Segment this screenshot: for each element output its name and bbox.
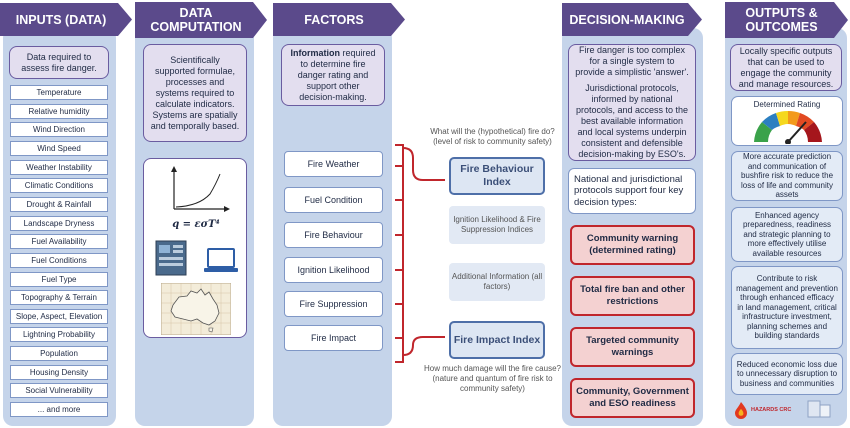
- decision-protocols: National and jurisdictional protocols su…: [568, 168, 696, 214]
- input-item: Slope, Aspect, Elevation: [10, 308, 108, 324]
- fire-impact-index: Fire Impact Index: [449, 321, 545, 359]
- server-icon: [155, 240, 187, 276]
- factors-intro-rest: required to determine fire danger rating…: [297, 47, 376, 102]
- australia-map-icon: [161, 283, 231, 335]
- decision-type-label: Community, Government and ESO readiness: [576, 386, 689, 409]
- decision-header: DECISION-MAKING: [562, 3, 702, 36]
- computation-header-line1: DATA: [179, 6, 213, 20]
- decision-type-box: Community warning (determined rating): [570, 225, 695, 265]
- outputs-intro-text: Locally specific outputs that can be use…: [738, 45, 834, 89]
- decision-type-label: Total fire ban and other restrictions: [580, 284, 685, 307]
- factors-intro-text: Information required to determine fire d…: [288, 48, 378, 103]
- computation-intro: Scientifically supported formulae, proce…: [143, 44, 247, 142]
- input-item: Fuel Conditions: [10, 252, 108, 268]
- flame-logo-icon: [735, 402, 747, 419]
- partner-logo-icon: [807, 400, 831, 418]
- fire-danger-meter-icon: [754, 110, 822, 144]
- hazards-crc-logo: HAZARDS CRC: [733, 400, 798, 420]
- outcome-item-text: Contribute to risk management and preven…: [736, 274, 838, 341]
- input-item: Drought & Rainfall: [10, 196, 108, 212]
- laptop-icon: [204, 248, 238, 272]
- input-item: Landscape Dryness: [10, 215, 108, 231]
- decision-type-label: Targeted community warnings: [586, 335, 679, 358]
- decision-type-box: Total fire ban and other restrictions: [570, 276, 695, 316]
- input-item: Housing Density: [10, 364, 108, 380]
- decision-header-text: DECISION-MAKING: [569, 12, 685, 27]
- outputs-header-text: OUTPUTS &OUTCOMES: [745, 6, 817, 34]
- outputs-intro: Locally specific outputs that can be use…: [730, 44, 842, 91]
- input-item: Topography & Terrain: [10, 290, 108, 306]
- factors-header: FACTORS: [273, 3, 405, 36]
- question-bottom-text: How much damage will the fire cause? (na…: [424, 364, 561, 393]
- decision-intro-p2: Jurisdictional protocols, informed by na…: [575, 83, 689, 159]
- factor-item: Fire Weather: [284, 151, 383, 177]
- outcome-item: More accurate prediction and communicati…: [731, 151, 843, 201]
- factors-intro: Information required to determine fire d…: [281, 44, 385, 106]
- factors-header-text: FACTORS: [304, 12, 364, 27]
- hazards-crc-logo-text: HAZARDS CRC: [751, 407, 792, 413]
- input-item: Lightning Probability: [10, 327, 108, 343]
- input-item: ... and more: [10, 402, 108, 418]
- question-top: What will the (hypothetical) fire do? (l…: [420, 127, 565, 147]
- input-item: Wind Speed: [10, 140, 108, 156]
- decision-intro: Fire danger is too complex for a single …: [568, 44, 696, 161]
- outcome-item-text: Reduced economic loss due to unnecessary…: [736, 359, 838, 388]
- input-item: Social Vulnerability: [10, 383, 108, 399]
- decision-type-label: Community warning (determined rating): [586, 233, 679, 256]
- ignition-indices-text: Ignition Likelihood & Fire Suppression I…: [453, 215, 541, 234]
- rating-label: Determined Rating: [753, 100, 821, 109]
- outcome-item: Enhanced agency preparedness, readiness …: [731, 207, 843, 262]
- input-item: Population: [10, 346, 108, 362]
- factor-item: Fuel Condition: [284, 187, 383, 213]
- additional-info-text: Additional Information (all factors): [451, 272, 543, 291]
- inputs-intro: Data required to assess fire danger.: [9, 46, 109, 79]
- additional-info-box: Additional Information (all factors): [449, 263, 545, 301]
- factor-item: Fire Behaviour: [284, 222, 383, 248]
- input-item: Fuel Type: [10, 271, 108, 287]
- computation-intro-text: Scientifically supported formulae, proce…: [150, 54, 240, 131]
- outcome-item-text: More accurate prediction and communicati…: [740, 152, 834, 200]
- outcome-item: Reduced economic loss due to unnecessary…: [731, 353, 843, 395]
- input-item: Wind Direction: [10, 122, 108, 138]
- outputs-header-line1: OUTPUTS &: [745, 6, 818, 20]
- factor-item: Fire Suppression: [284, 291, 383, 317]
- input-item: Climatic Conditions: [10, 178, 108, 194]
- input-item: Weather Instability: [10, 159, 108, 175]
- fire-behaviour-index-label: Fire Behaviour Index: [460, 163, 534, 188]
- ignition-indices-box: Ignition Likelihood & Fire Suppression I…: [449, 206, 545, 244]
- decision-type-box: Community, Government and ESO readiness: [570, 378, 695, 418]
- input-item: Temperature: [10, 85, 108, 100]
- outcome-item-text: Enhanced agency preparedness, readiness …: [742, 210, 832, 258]
- computation-header-line2: COMPUTATION: [150, 20, 242, 34]
- inputs-header: INPUTS (DATA): [0, 3, 132, 36]
- graph-icon: [171, 166, 230, 212]
- rating-panel: Determined Rating: [731, 96, 843, 146]
- outcome-item: Contribute to risk management and preven…: [731, 266, 843, 349]
- factor-item: Ignition Likelihood: [284, 257, 383, 283]
- decision-protocols-text: National and jurisdictional protocols su…: [574, 173, 684, 208]
- decision-intro-p1: Fire danger is too complex for a single …: [575, 45, 689, 77]
- outputs-header-line2: OUTCOMES: [745, 20, 818, 34]
- fire-behaviour-index: Fire Behaviour Index: [449, 157, 545, 195]
- input-item: Relative humidity: [10, 103, 108, 119]
- computation-illustration: q = εσT⁴: [143, 158, 247, 338]
- question-bottom: How much damage will the fire cause? (na…: [420, 364, 565, 394]
- factor-item: Fire Impact: [284, 325, 383, 351]
- formula: q = εσT⁴: [172, 219, 220, 230]
- decision-type-box: Targeted community warnings: [570, 327, 695, 367]
- fire-impact-index-label: Fire Impact Index: [453, 333, 541, 346]
- inputs-intro-text: Data required to assess fire danger.: [21, 51, 97, 73]
- question-top-text: What will the (hypothetical) fire do? (l…: [430, 127, 555, 146]
- factors-intro-bold: Information: [290, 47, 340, 58]
- inputs-header-text: INPUTS (DATA): [15, 12, 107, 27]
- connector-bracket: [395, 144, 445, 363]
- input-item: Fuel Availability: [10, 234, 108, 250]
- outputs-header: OUTPUTS &OUTCOMES: [725, 2, 848, 38]
